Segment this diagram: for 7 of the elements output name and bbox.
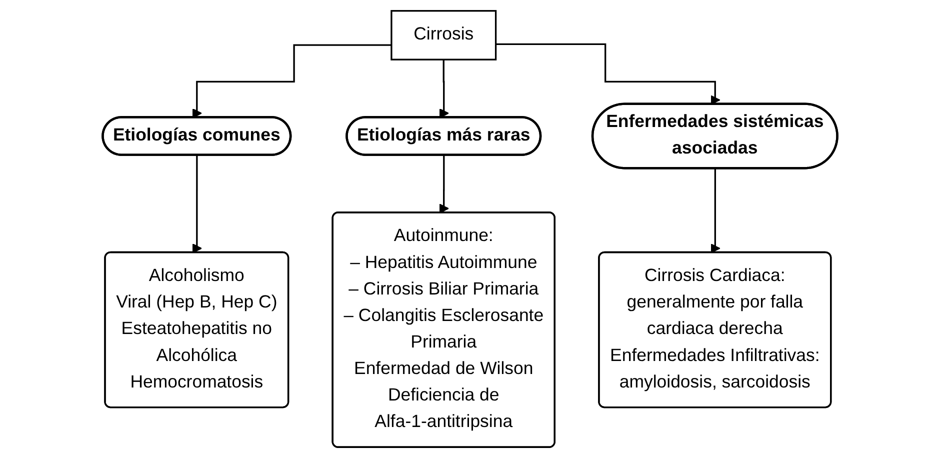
arrow xyxy=(439,154,449,214)
arrow xyxy=(496,43,720,105)
arrow xyxy=(192,44,392,118)
arrow xyxy=(192,154,202,254)
arrow xyxy=(710,168,720,254)
arrow xyxy=(439,58,449,118)
node-box: Cirrosis xyxy=(390,10,497,60)
